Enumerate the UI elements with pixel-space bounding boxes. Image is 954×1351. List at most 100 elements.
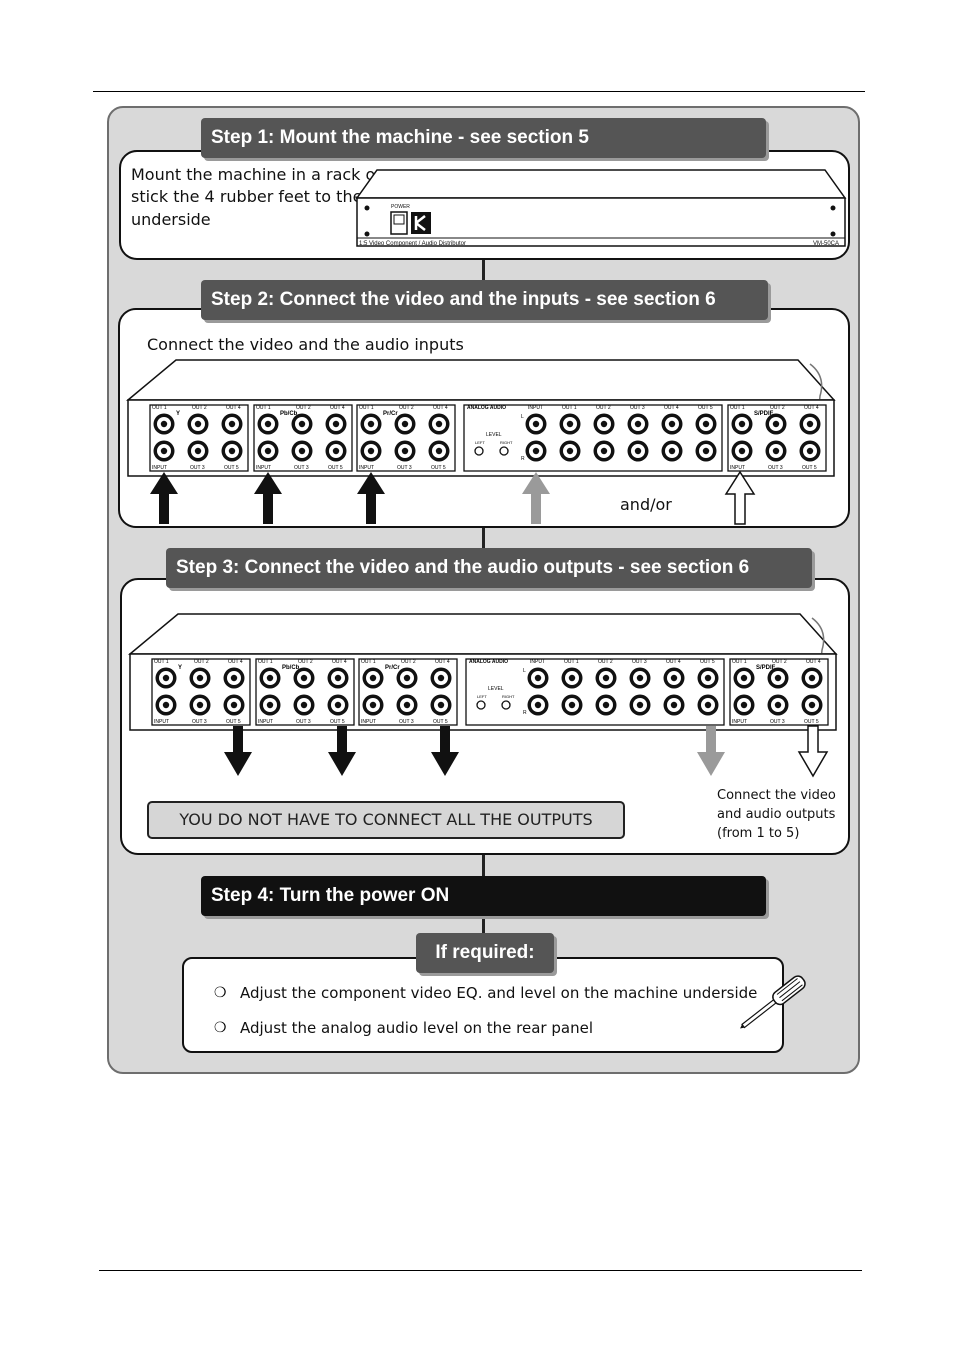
group-out2-label: OUT 2 <box>399 405 414 411</box>
group-signal-label: Y <box>176 411 180 417</box>
bullet-icon: ❍ <box>214 1020 227 1036</box>
bnc-pin <box>264 447 272 455</box>
group-out4-label: OUT 4 <box>228 659 243 665</box>
group-out5-label: OUT 5 <box>433 719 448 725</box>
bnc-pin <box>772 420 780 428</box>
arrow-down-y <box>224 726 252 776</box>
analog-audio-label: ANALOG AUDIO <box>467 405 506 411</box>
group-out5-label: OUT 5 <box>328 465 343 471</box>
arrow-down-spdif <box>797 725 829 778</box>
arrow-up-pbcb <box>254 472 282 524</box>
bnc-pin <box>704 674 712 682</box>
bnc-pin <box>702 420 710 428</box>
audio-column-label: OUT 3 <box>630 405 645 411</box>
channel-l-label: L <box>523 668 526 674</box>
bnc-pin <box>196 701 204 709</box>
output-arrows <box>224 725 829 778</box>
group-out3-label: OUT 3 <box>192 719 207 725</box>
group-out5-label: OUT 5 <box>802 465 817 471</box>
channel-r-label: R <box>521 456 525 462</box>
group-out5-label: OUT 5 <box>804 719 819 725</box>
required-item-2: Adjust the analog audio level on the rea… <box>240 1019 593 1037</box>
step1-text-line1: Mount the machine in a rack or <box>131 165 382 184</box>
bnc-pin <box>369 674 377 682</box>
bnc-pin <box>162 674 170 682</box>
bnc-pin <box>600 447 608 455</box>
input-arrows <box>150 470 756 525</box>
group-out4-label: OUT 4 <box>804 405 819 411</box>
audio-column-label: OUT 1 <box>564 659 579 665</box>
arrow-down-analog-audio <box>697 726 725 776</box>
group-out1-label: OUT 1 <box>256 405 271 411</box>
arrow-down-pbcb <box>328 726 356 776</box>
group-signal-label: Pb/Cb <box>280 411 298 417</box>
bnc-pin <box>534 674 542 682</box>
bnc-pin <box>670 701 678 709</box>
group-signal-label: Pr/Cr <box>385 665 400 671</box>
arrow-up-y <box>150 472 178 524</box>
group-out2-label: OUT 2 <box>298 659 313 665</box>
bnc-pin <box>403 701 411 709</box>
top-rule <box>93 91 865 92</box>
device-caption: 1:5 Video Component / Audio Distributor <box>359 241 466 247</box>
kramer-logo-icon <box>411 212 431 234</box>
group-out2-label: OUT 2 <box>772 659 787 665</box>
bnc-pin <box>298 447 306 455</box>
level-label: LEVEL <box>486 432 502 438</box>
step1-text-line2: stick the 4 rubber feet to the <box>131 187 363 206</box>
group-signal-label: Y <box>178 665 182 671</box>
bnc-pin <box>634 420 642 428</box>
bnc-pin <box>230 701 238 709</box>
bnc-pin <box>636 674 644 682</box>
required-item-1: Adjust the component video EQ. and level… <box>240 984 758 1002</box>
connector-4-req <box>482 914 485 934</box>
bnc-pin <box>738 420 746 428</box>
bnc-pin <box>228 447 236 455</box>
group-out2-label: OUT 2 <box>296 405 311 411</box>
bnc-pin <box>602 701 610 709</box>
bnc-pin <box>566 447 574 455</box>
channel-r-label: R <box>523 710 527 716</box>
group-input-label: INPUT <box>258 719 273 725</box>
group-out3-label: OUT 3 <box>768 465 783 471</box>
connector-2-3 <box>482 527 485 551</box>
analog-audio-group <box>465 658 725 726</box>
level-label: LEVEL <box>488 686 504 692</box>
bnc-pin <box>367 447 375 455</box>
bnc-pin <box>808 701 816 709</box>
bnc-pin <box>264 420 272 428</box>
bnc-pin <box>266 701 274 709</box>
bnc-pin <box>704 701 712 709</box>
bnc-pin <box>367 420 375 428</box>
audio-column-label: OUT 5 <box>698 405 713 411</box>
group-out4-label: OUT 4 <box>226 405 241 411</box>
audio-column-label: INPUT <box>528 405 543 411</box>
group-out5-label: OUT 5 <box>224 465 239 471</box>
bnc-pin <box>230 674 238 682</box>
group-signal-label: S/PDIF <box>756 665 776 671</box>
right-label: RIGHT <box>500 440 513 445</box>
step3-note-line3: (from 1 to 5) <box>717 826 800 841</box>
bnc-pin <box>194 420 202 428</box>
group-out4-label: OUT 4 <box>433 405 448 411</box>
bnc-pin <box>369 701 377 709</box>
group-out2-label: OUT 2 <box>770 405 785 411</box>
step1-text-line3: underside <box>131 210 211 229</box>
group-out4-label: OUT 4 <box>435 659 450 665</box>
device-model: VM-50CA <box>813 241 839 247</box>
audio-column-label: OUT 5 <box>700 659 715 665</box>
bnc-pin <box>634 447 642 455</box>
connector-1-2 <box>482 258 485 280</box>
bnc-pin <box>808 674 816 682</box>
bnc-pin <box>401 420 409 428</box>
left-trim-icon <box>474 446 484 456</box>
bnc-pin <box>194 447 202 455</box>
step3-banner: Step 3: Connect the video and the audio … <box>166 548 812 588</box>
bnc-pin <box>403 674 411 682</box>
group-out3-label: OUT 3 <box>294 465 309 471</box>
bnc-pin <box>160 420 168 428</box>
bnc-pin <box>401 447 409 455</box>
